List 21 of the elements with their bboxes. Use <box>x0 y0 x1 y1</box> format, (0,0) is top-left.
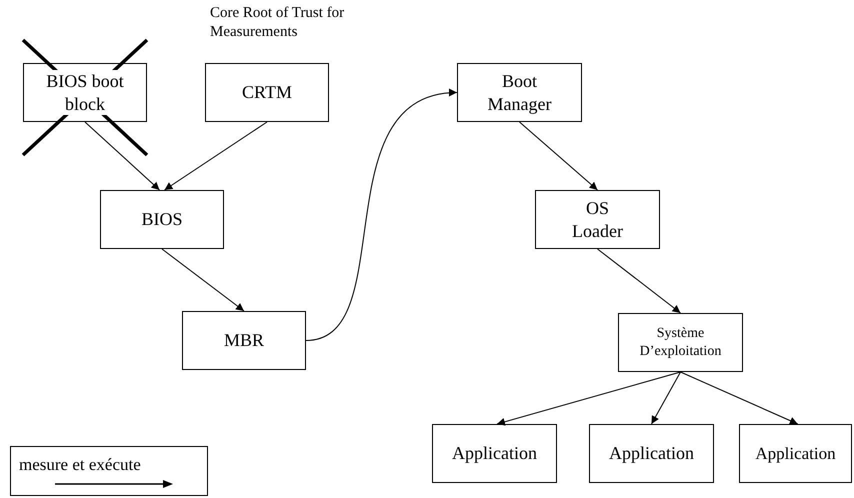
process-box <box>205 63 329 122</box>
process-box <box>23 63 147 122</box>
process-box <box>457 63 582 122</box>
process-box <box>432 424 557 483</box>
arrow <box>84 122 160 190</box>
arrow <box>496 372 681 426</box>
process-box <box>589 424 714 483</box>
arrow <box>162 248 244 312</box>
process-box <box>618 313 743 372</box>
process-box <box>100 190 224 249</box>
arrow <box>306 90 458 341</box>
node-caption: Core Root of Trust for Measurements <box>210 4 345 42</box>
arrow <box>519 122 598 190</box>
legend-label: mesure et exécute <box>19 455 141 475</box>
process-box <box>182 311 306 370</box>
arrow <box>597 248 681 314</box>
arrow <box>651 372 681 424</box>
arrow <box>164 122 268 190</box>
process-box <box>535 190 660 249</box>
arrow <box>680 372 798 424</box>
process-box <box>739 424 852 483</box>
